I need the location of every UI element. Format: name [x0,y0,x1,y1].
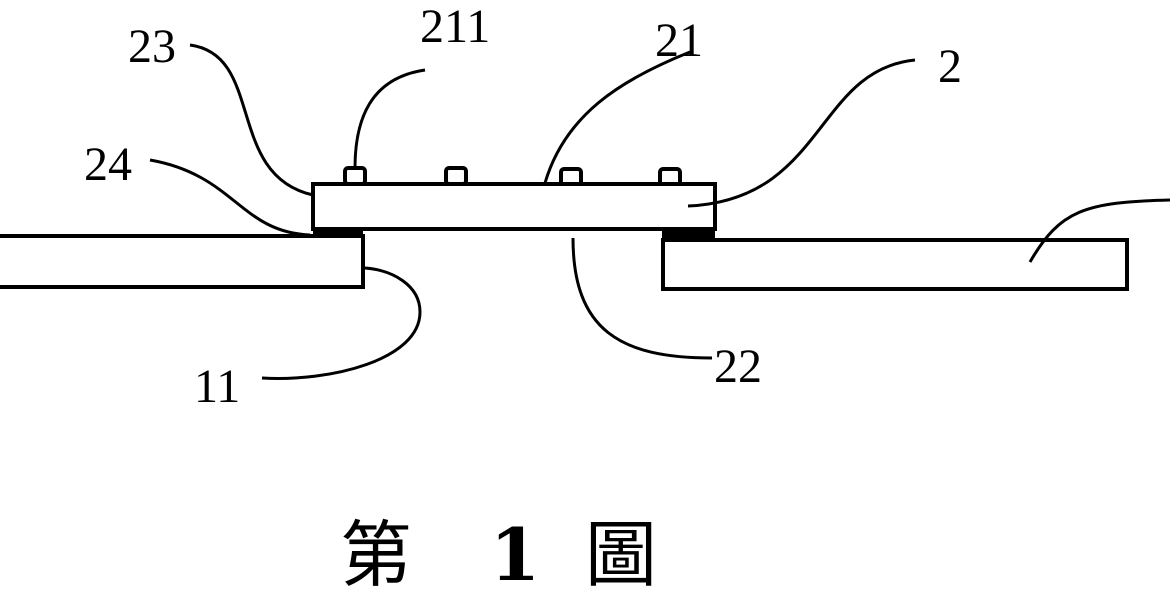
caption-suffix: 圖 [585,513,657,597]
leader-2 [687,58,916,208]
label-21: 21 [655,14,703,67]
label-11: 11 [194,360,240,413]
bump [444,166,468,186]
adhesive-pad-left [313,228,363,238]
leader-22 [571,237,713,360]
leader-offscreen [1028,198,1170,263]
leader-11 [261,266,422,380]
label-22: 22 [714,340,762,393]
component-body [311,182,717,231]
caption-number: 1 [490,512,540,597]
caption-prefix: 第 [340,513,412,597]
bump [343,166,367,186]
label-24: 24 [84,138,132,191]
leader-23 [189,43,314,197]
label-23: 23 [128,20,176,73]
substrate-right [661,238,1129,291]
leader-24 [149,158,311,237]
leader-211 [353,68,426,169]
leader-21 [543,50,691,184]
label-2: 2 [938,40,962,93]
label-211: 211 [420,0,490,53]
adhesive-pad-right [662,228,715,239]
substrate-left [0,234,365,289]
